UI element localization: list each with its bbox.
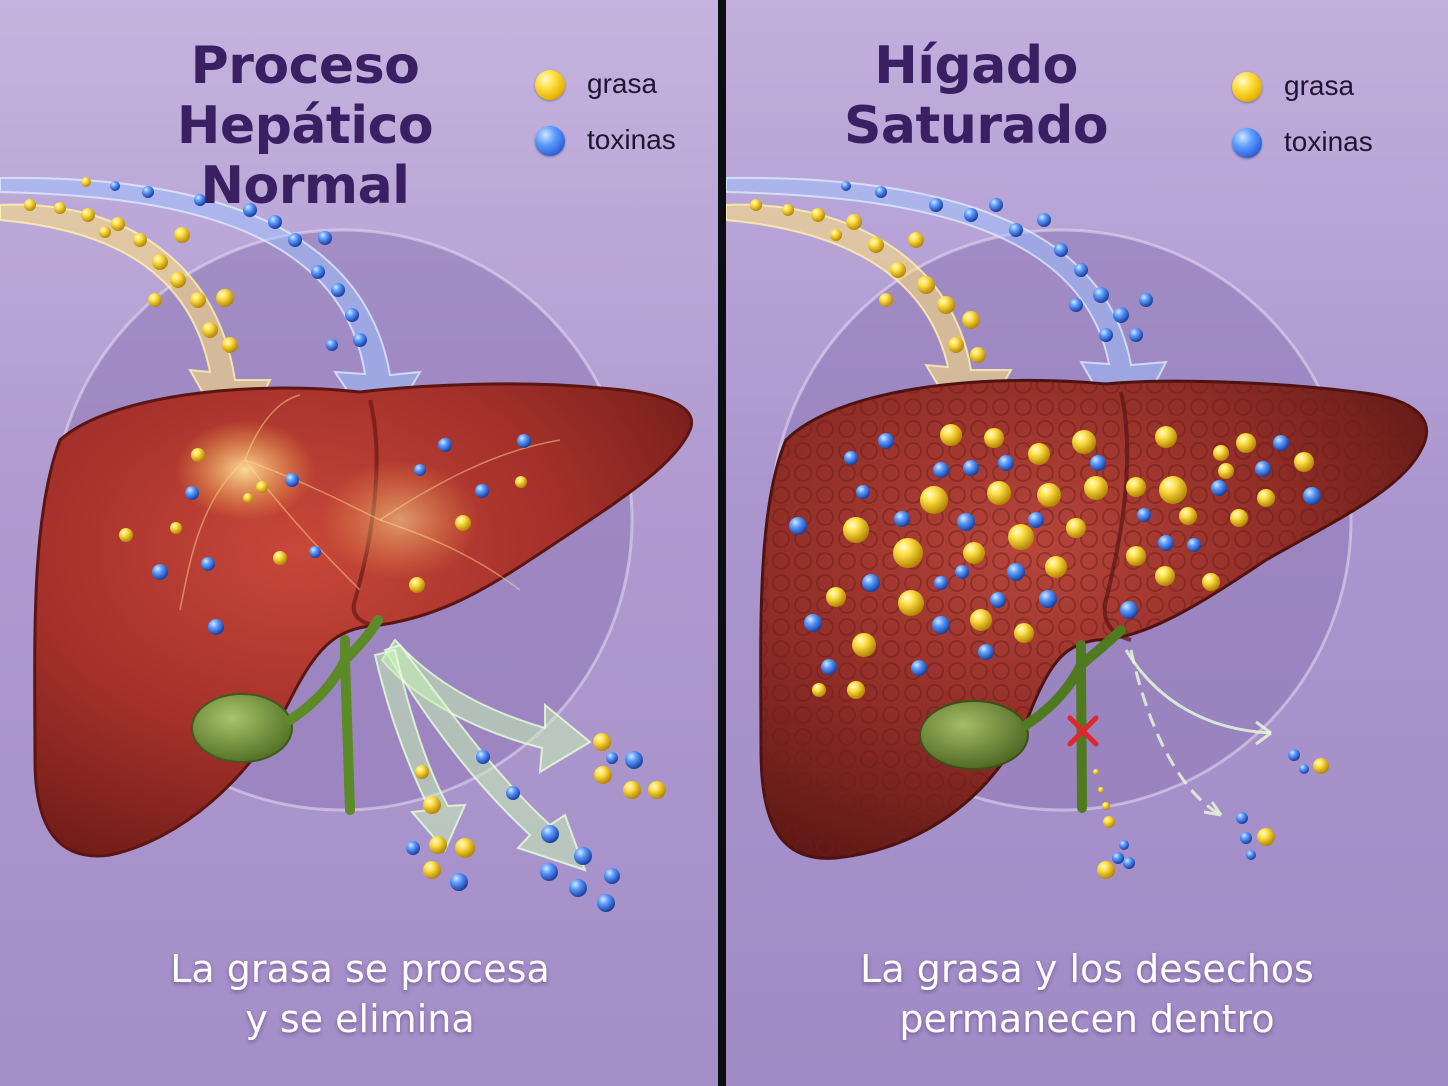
legend-label-toxins: toxinas (1284, 126, 1373, 158)
right-caption-line2: permanecen dentro (766, 994, 1408, 1044)
legend-item-toxins: toxinas (1232, 120, 1422, 176)
fat-dot-icon (535, 70, 565, 100)
right-caption-line1: La grasa y los desechos (766, 944, 1408, 994)
right-title-line1: Hígado (816, 36, 1136, 96)
left-caption: La grasa se procesa y se elimina (60, 944, 660, 1044)
weak-outflow-particles (1236, 749, 1329, 860)
toxin-dot-icon (1232, 128, 1262, 158)
left-title: Proceso Hepático Normal (120, 36, 490, 216)
legend-item-toxins: toxinas (535, 118, 715, 174)
toxin-dot-icon (535, 126, 565, 156)
right-title: Hígado Saturado (816, 36, 1136, 156)
gallbladder (192, 694, 292, 762)
gallbladder (920, 701, 1028, 769)
right-caption: La grasa y los desechos permanecen dentr… (766, 944, 1408, 1044)
left-caption-line1: La grasa se procesa (60, 944, 660, 994)
panel-divider (718, 0, 726, 1086)
legend-label-toxins: toxinas (587, 124, 676, 156)
saturated-liver-panel: Hígado Saturado grasa toxinas La grasa y… (726, 0, 1448, 1086)
legend-label-fat: grasa (1284, 70, 1354, 102)
fat-dot-icon (1232, 72, 1262, 102)
left-title-line1: Proceso (120, 36, 490, 96)
left-title-line2: Hepático Normal (120, 96, 490, 216)
right-legend: grasa toxinas (1232, 64, 1422, 176)
left-legend: grasa toxinas (535, 62, 715, 174)
right-title-line2: Saturado (816, 96, 1136, 156)
legend-item-fat: grasa (535, 62, 715, 118)
left-caption-line2: y se elimina (60, 994, 660, 1044)
normal-liver-panel: Proceso Hepático Normal grasa toxinas La… (0, 0, 718, 1086)
legend-item-fat: grasa (1232, 64, 1422, 120)
legend-label-fat: grasa (587, 68, 657, 100)
